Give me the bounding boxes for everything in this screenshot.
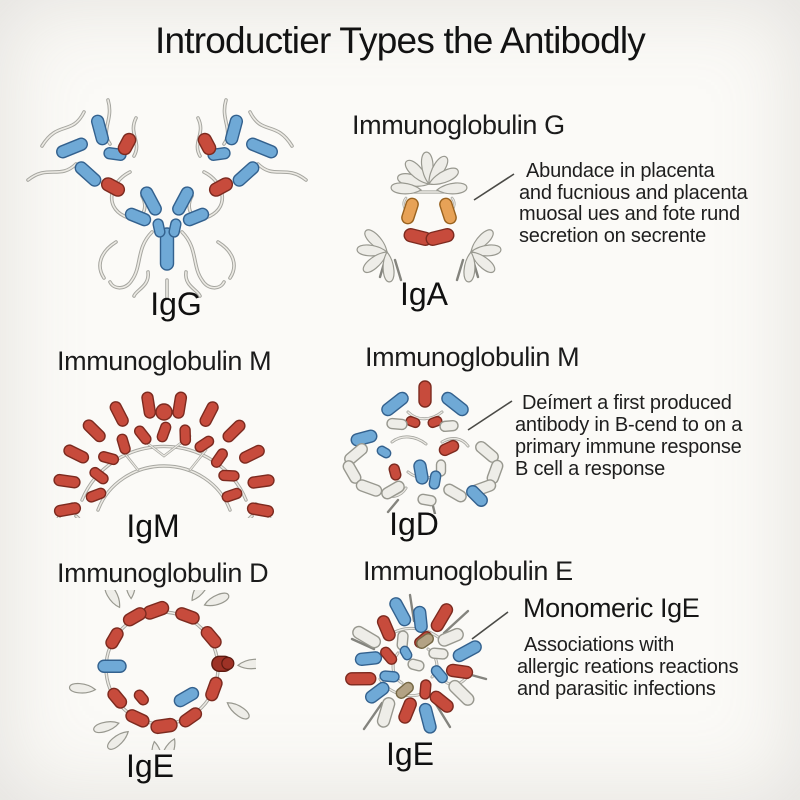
ring-ige-label: IgE	[125, 748, 175, 784]
description-line: and parasitic infections	[517, 678, 716, 700]
igd-antibody-illustration	[342, 380, 504, 514]
iga-description: Abundace in placenta and fucnious and pl…	[519, 160, 791, 247]
description-line: B cell a response	[515, 458, 666, 480]
immunoglobulin-m-right-heading: Immunoglobulin M	[365, 342, 580, 372]
iga-pointer-line	[473, 173, 515, 201]
description-line: Abundace in placenta	[526, 160, 715, 182]
iga-label: IgA	[399, 276, 449, 312]
igd-ring-antibody-illustration	[68, 590, 256, 750]
description-line: antibody in B-cend to on a	[515, 414, 743, 436]
monomeric-ige-subheading: Monomeric IgE	[523, 593, 700, 623]
description-line: Deímert a first produced	[522, 392, 732, 414]
description-line: primary immune response	[515, 436, 742, 458]
description-line: and fucnious and placenta	[519, 181, 748, 204]
igg-label: IgG	[150, 286, 202, 322]
igg-antibody-illustration	[26, 98, 308, 300]
immunoglobulin-m-left-heading: Immunoglobulin M	[57, 346, 272, 376]
description-line: muosal ues and fote rund	[519, 203, 740, 225]
ige-antibody-illustration	[345, 593, 488, 734]
ige-description: Associations with allergic reations reac…	[517, 634, 789, 700]
igd-pointer-line	[467, 400, 513, 431]
description-line: Associations with	[524, 634, 674, 656]
igm-antibody-illustration	[53, 391, 275, 518]
description-line: secretion on secrente	[519, 224, 707, 247]
ige-label: IgE	[385, 736, 435, 772]
iga-antibody-illustration	[356, 151, 502, 283]
immunoglobulin-g-heading: Immunoglobulin G	[352, 110, 565, 140]
page-title: Introductier Types the Antibodly	[155, 20, 646, 61]
igd-description: Deímert a first produced antibody in B-c…	[515, 392, 793, 480]
igm-label: IgM	[126, 508, 180, 544]
igd-label: IgD	[389, 506, 439, 542]
ige-pointer-line	[471, 611, 509, 640]
immunoglobulin-d-heading: Immunoglobulin D	[57, 558, 269, 588]
immunoglobulin-e-heading: Immunoglobulin E	[363, 556, 573, 586]
description-line: allergic reations reactions	[517, 656, 739, 678]
